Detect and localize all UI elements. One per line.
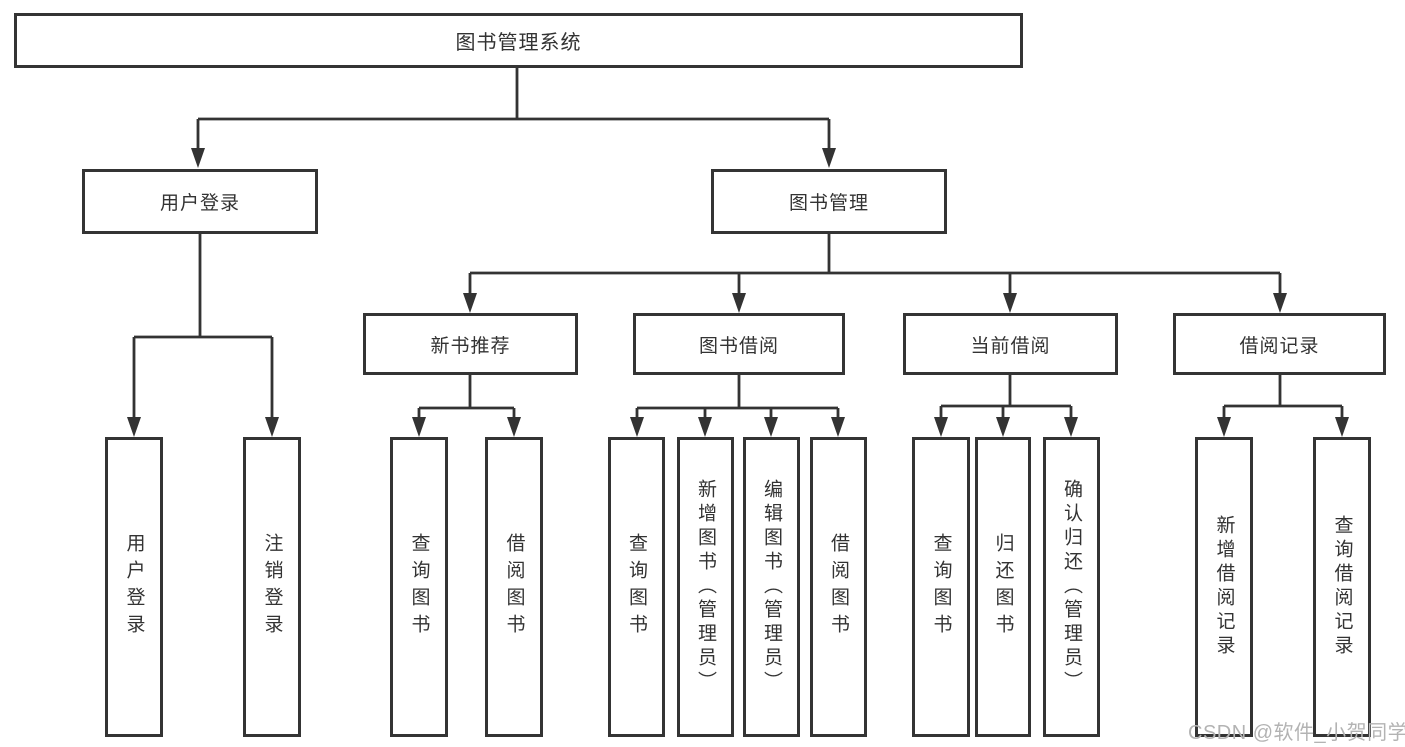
- leaf-return-book: 归还图书: [975, 437, 1031, 737]
- leaf-query-books-current: 查询图书: [912, 437, 970, 737]
- arrowhead: [630, 417, 845, 437]
- leaf-confirm-return-admin: 确认归还（管理员）: [1043, 437, 1100, 737]
- leaf-query-books-recommend: 查询图书: [390, 437, 448, 737]
- leaf-add-borrow-record: 新增借阅记录: [1195, 437, 1253, 737]
- node-user-login: 用户登录: [82, 169, 318, 234]
- leaf-logout: 注销登录: [243, 437, 301, 737]
- leaf-edit-book-admin: 编辑图书（管理员）: [743, 437, 800, 737]
- arrowhead: [463, 293, 1287, 313]
- arrowhead: [1217, 417, 1349, 437]
- connector-borrow-records: [1217, 375, 1349, 437]
- node-new-book-recommend: 新书推荐: [363, 313, 578, 375]
- csdn-watermark: CSDN @软件_小贺同学: [1188, 722, 1405, 744]
- node-book-management: 图书管理: [711, 169, 947, 234]
- leaf-query-books-borrow: 查询图书: [608, 437, 665, 737]
- connector-current-borrow: [934, 375, 1078, 437]
- node-book-borrow: 图书借阅: [633, 313, 845, 375]
- connector-book-management: [463, 234, 1287, 313]
- leaf-borrow-books: 借阅图书: [810, 437, 867, 737]
- leaf-query-borrow-record: 查询借阅记录: [1313, 437, 1371, 737]
- leaf-user-login: 用户登录: [105, 437, 163, 737]
- arrowhead: [191, 148, 836, 168]
- leaf-borrow-books-recommend: 借阅图书: [485, 437, 543, 737]
- leaf-add-book-admin: 新增图书（管理员）: [677, 437, 734, 737]
- connector-new-book-recommend: [412, 375, 521, 437]
- connector-user-login: [127, 234, 279, 437]
- arrowhead: [412, 417, 521, 437]
- arrowhead: [127, 417, 279, 437]
- node-root: 图书管理系统: [14, 13, 1023, 68]
- arrowhead: [934, 417, 1078, 437]
- node-borrow-records: 借阅记录: [1173, 313, 1386, 375]
- connector-book-borrow: [630, 375, 845, 437]
- node-current-borrow: 当前借阅: [903, 313, 1118, 375]
- connector-root: [191, 68, 836, 168]
